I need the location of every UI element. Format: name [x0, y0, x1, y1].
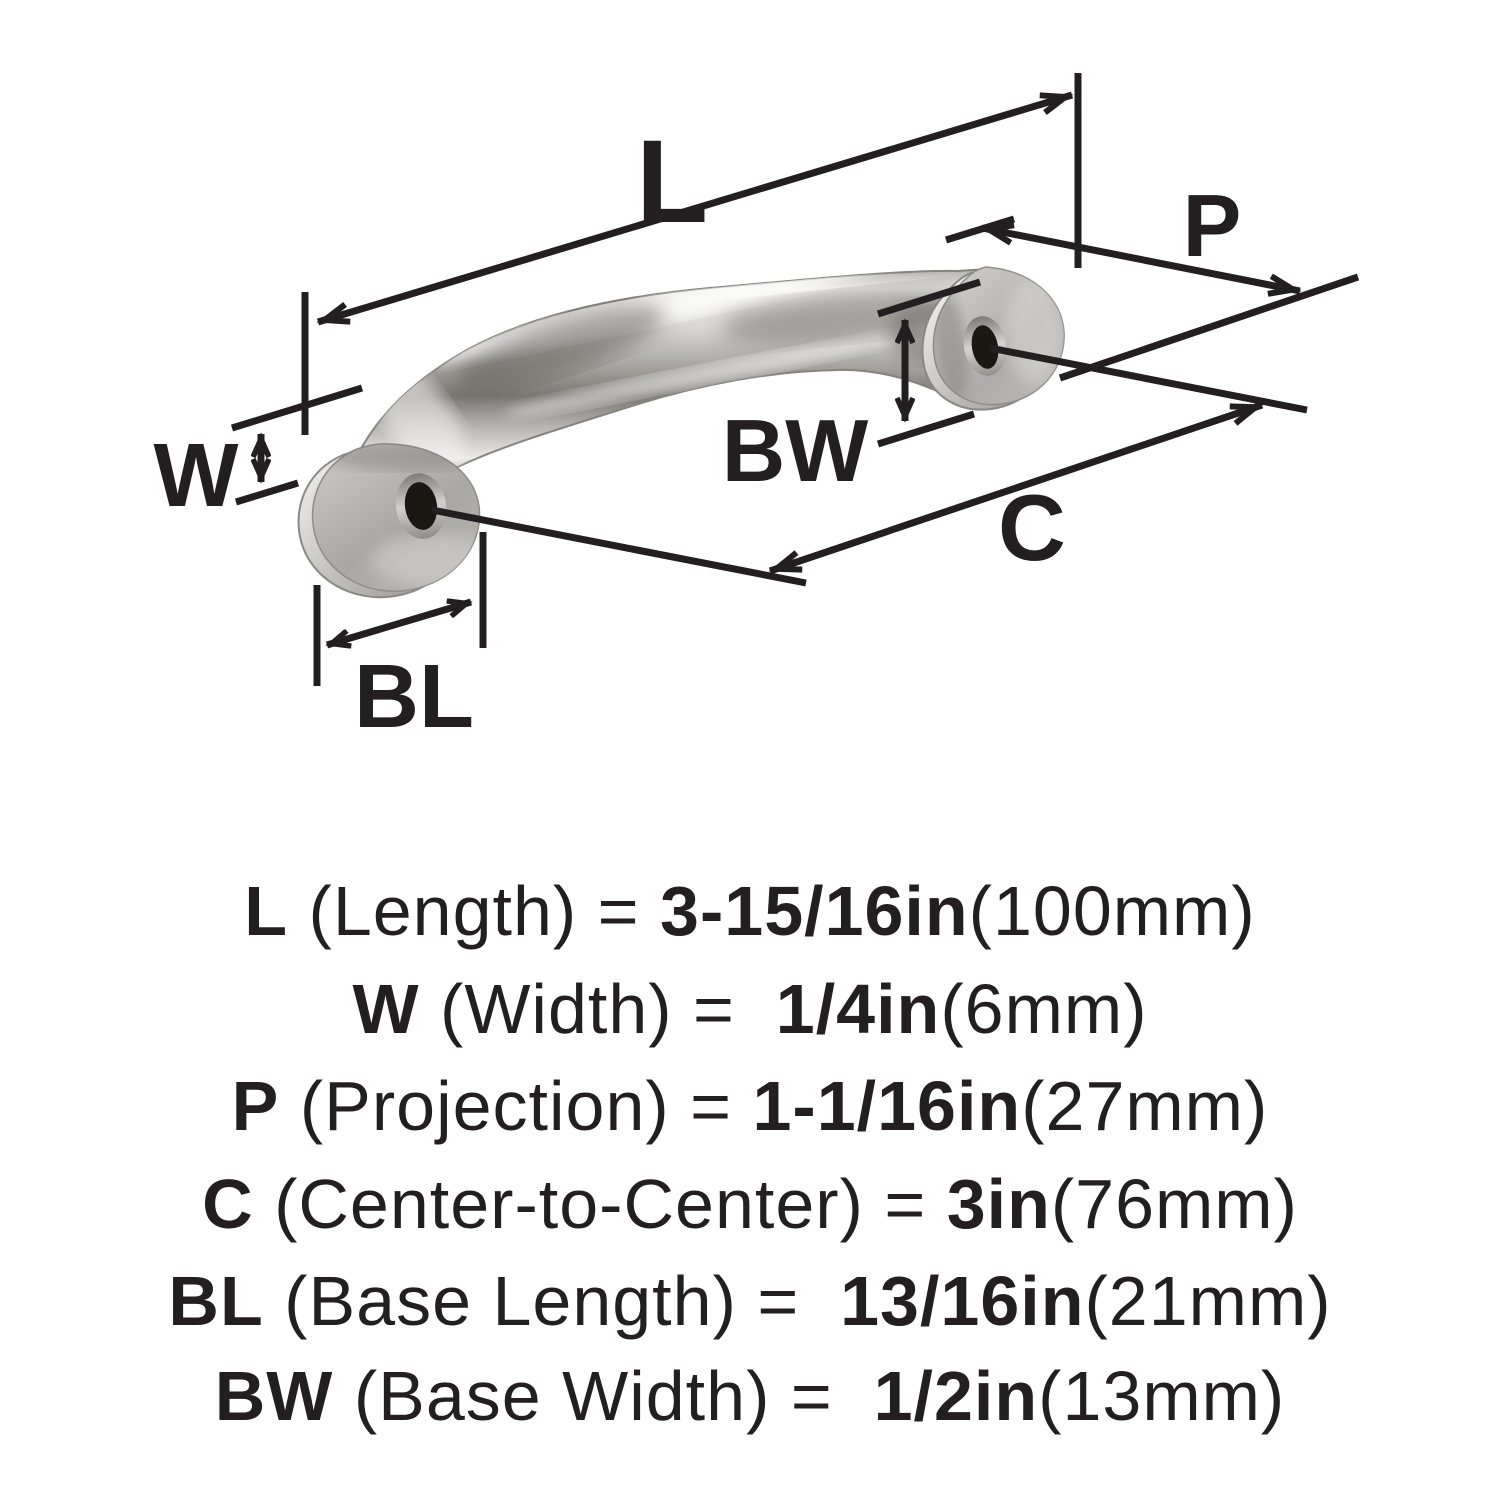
- tick-BW-bottom: [876, 410, 976, 448]
- dimension-label-P: P: [1183, 176, 1242, 275]
- dimension-annotations: L P W BW C BL: [154, 73, 1360, 747]
- spec-line-width: W (Width) = 1/4in(6mm): [352, 970, 1147, 1048]
- left-base: [297, 443, 481, 599]
- spec-line-projection: P (Projection) = 1-1/16in(27mm): [232, 1067, 1269, 1145]
- dimension-line-C: [768, 401, 1264, 575]
- tick-W-top: [230, 384, 364, 432]
- left-screw-hole: [404, 482, 438, 530]
- spec-line-base-width: BW (Base Width) = 1/2in(13mm): [215, 1357, 1286, 1435]
- dimension-label-BW: BW: [722, 401, 869, 500]
- leader-line-left-hole: [431, 506, 807, 587]
- spec-list: L (Length) = 3-15/16in(100mm) W (Width) …: [168, 872, 1331, 1435]
- dimension-label-W: W: [154, 426, 239, 526]
- dimension-label-C: C: [998, 475, 1066, 580]
- spec-line-length: L (Length) = 3-15/16in(100mm): [244, 872, 1255, 950]
- dimension-label-BL: BL: [354, 647, 474, 747]
- leader-line-right-hole: [989, 344, 1308, 414]
- tick-W-bottom: [234, 479, 300, 506]
- spec-line-center-to-center: C (Center-to-Center) = 3in(76mm): [202, 1165, 1298, 1243]
- spec-line-base-length: BL (Base Length) = 13/16in(21mm): [168, 1262, 1331, 1340]
- extension-line-mounting-plane: [1058, 273, 1360, 382]
- dimension-label-L: L: [636, 116, 708, 248]
- dimension-line-BL: [327, 602, 471, 645]
- tick-BW-top: [876, 278, 982, 318]
- right-screw-hole: [971, 325, 999, 369]
- dimension-line-L: [316, 91, 1074, 326]
- dimension-line-P: [980, 222, 1302, 297]
